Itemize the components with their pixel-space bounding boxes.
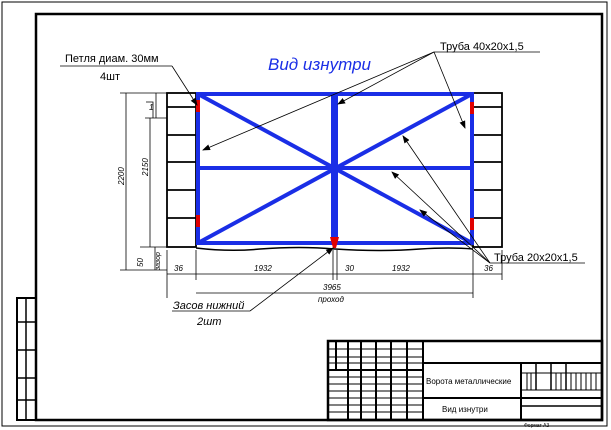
dim-top-offset: 1 xyxy=(149,103,153,112)
vertical-dimensions xyxy=(120,92,167,271)
leader-lines xyxy=(60,51,585,312)
dim-overall-note: проход xyxy=(318,295,344,304)
view-title: Вид изнутри xyxy=(268,55,372,74)
dim-right-post: 36 xyxy=(484,264,493,273)
dim-leaf-left: 1932 xyxy=(254,264,272,273)
hinge-top-right xyxy=(470,102,474,114)
hinge-bottom-left xyxy=(196,215,200,227)
dim-height-inner: 2150 xyxy=(141,158,150,177)
horizontal-dimensions xyxy=(166,250,503,298)
latch-count: 2шт xyxy=(196,316,221,328)
dim-height-outer: 2200 xyxy=(117,167,126,186)
binding-strip xyxy=(16,297,37,421)
latch-marker xyxy=(330,237,339,248)
ground-line xyxy=(195,246,474,252)
dim-gap-note: зазор xyxy=(155,252,162,271)
gate-frame xyxy=(196,92,474,245)
hinge-top-left xyxy=(196,100,200,112)
dim-center-gap: 30 xyxy=(345,264,354,273)
title-block xyxy=(326,339,604,422)
inner-border xyxy=(34,12,604,422)
title-block-name: Ворота металлические xyxy=(426,377,512,386)
left-post xyxy=(166,92,197,248)
title-block-view: Вид изнутри xyxy=(442,405,488,414)
dim-gap-bottom: 50 xyxy=(136,258,145,267)
hinge-count: 4шт xyxy=(100,71,120,83)
tube-small-label: Труба 20х20х1,5 xyxy=(494,252,578,264)
title-block-format: Формат А3 xyxy=(524,423,549,429)
dim-overall-width: 3965 xyxy=(323,283,341,292)
tube-large-label: Труба 40х20х1,5 xyxy=(440,41,524,53)
dim-leaf-right: 1932 xyxy=(392,264,410,273)
hinge-label: Петля диам. 30мм xyxy=(65,53,159,65)
dim-left-post: 36 xyxy=(174,264,183,273)
right-post xyxy=(472,92,503,248)
hinge-markers xyxy=(196,100,474,248)
hinge-bottom-right xyxy=(470,218,474,230)
latch-label: Засов нижний xyxy=(173,300,244,312)
